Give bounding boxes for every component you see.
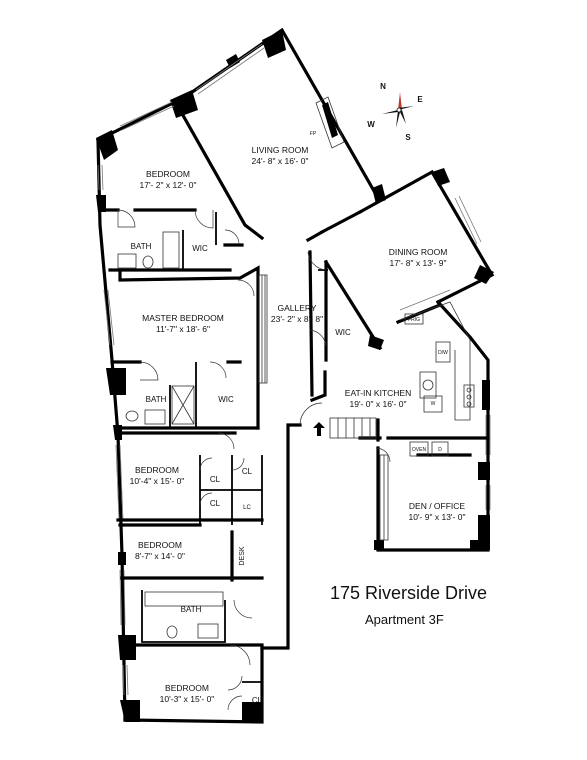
bath2-label: BATH: [181, 605, 202, 614]
bedroom3-name: BEDROOM: [138, 540, 182, 550]
kitchen-size: 19'- 0" x 16'- 0": [349, 399, 406, 409]
living-room-size: 24'- 8" x 16'- 0": [251, 156, 308, 166]
room-labels: BEDROOM 17'- 2" x 12'- 0" LIVING ROOM 24…: [130, 131, 466, 705]
address-title: 175 Riverside Drive: [330, 583, 488, 603]
dining-room-size: 17'- 8" x 13'- 9": [389, 258, 446, 268]
bedroom1-size: 17'- 2" x 12'- 0": [139, 180, 196, 190]
wall-blocks: [96, 30, 494, 722]
wic1-label: WIC: [192, 244, 208, 253]
bedroom3-size: 8'-7" x 14'- 0": [135, 551, 185, 561]
compass-north: N: [380, 82, 386, 91]
oven-label: OVEN: [412, 447, 427, 453]
gallery-shelving: [258, 274, 377, 439]
closet2-label: CL: [242, 467, 253, 476]
bath-fixtures: [117, 231, 224, 639]
bedroom4-size: 10'-3" x 15'- 0": [160, 694, 215, 704]
compass-east: E: [417, 95, 423, 104]
compass-rose-icon: N E S W: [367, 82, 423, 142]
master-wic-label: WIC: [218, 395, 234, 404]
kitchen-name: EAT-IN KITCHEN: [345, 388, 411, 398]
dryer-label: D: [438, 447, 442, 453]
washer-label: W: [431, 401, 436, 407]
bedroom4-name: BEDROOM: [165, 683, 209, 693]
den-name: DEN / OFFICE: [409, 501, 466, 511]
master-bedroom-size: 11'-7" x 18'- 6": [156, 324, 210, 334]
entry-arrow-icon: [313, 422, 325, 436]
living-room-name: LIVING ROOM: [252, 145, 309, 155]
compass-west: W: [367, 120, 375, 129]
windows: [97, 43, 491, 696]
bath1-label: BATH: [131, 242, 152, 251]
frig-label: FRIG: [408, 317, 420, 323]
gallery-name: GALLERY: [277, 303, 316, 313]
door-swings: [117, 209, 391, 711]
master-bath-label: BATH: [146, 395, 167, 404]
closet4-label: CL: [252, 696, 263, 705]
kitchen-fixtures: [379, 301, 475, 541]
linen-closet-label: LC: [243, 505, 251, 511]
closet1-label: CL: [210, 475, 221, 484]
unit-subtitle: Apartment 3F: [365, 612, 444, 627]
dishwasher-label: D/W: [438, 350, 448, 356]
bedroom1-name: BEDROOM: [146, 169, 190, 179]
bedroom2-size: 10'-4" x 15'- 0": [130, 476, 185, 486]
bedroom2-name: BEDROOM: [135, 465, 179, 475]
closet3-label: CL: [210, 499, 221, 508]
gallery-size: 23'- 2" x 8'- 8": [271, 314, 323, 324]
master-bedroom-name: MASTER BEDROOM: [142, 313, 224, 323]
fireplace: [315, 96, 345, 149]
gallery-wic-label: WIC: [335, 328, 351, 337]
compass-south: S: [405, 133, 411, 142]
fireplace-label: FP: [310, 131, 317, 137]
dining-room-name: DINING ROOM: [389, 247, 448, 257]
den-size: 10'- 9" x 13'- 0": [408, 512, 465, 522]
desk-label: DESK: [239, 546, 246, 565]
interior-walls: [98, 107, 490, 683]
